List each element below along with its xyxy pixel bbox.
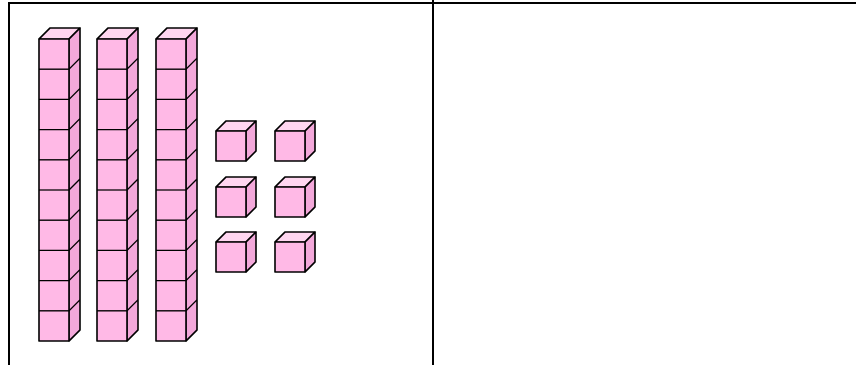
tens-rods-group [39, 28, 197, 341]
ones-cube-front-face [216, 187, 246, 217]
tens-rod [97, 28, 138, 341]
tens-rod [39, 28, 80, 341]
ones-cube [216, 232, 256, 272]
ones-cube-front-face [275, 131, 305, 161]
ones-cube-front-face [275, 242, 305, 272]
ones-cube [275, 232, 315, 272]
ones-cube-front-face [216, 242, 246, 272]
ones-cubes-group [216, 121, 315, 272]
ones-cube [216, 121, 256, 161]
tens-rod [156, 28, 197, 341]
ones-cube [216, 177, 256, 217]
ones-cube [275, 121, 315, 161]
ones-cube-front-face [216, 131, 246, 161]
ones-cube-front-face [275, 187, 305, 217]
ones-cube [275, 177, 315, 217]
